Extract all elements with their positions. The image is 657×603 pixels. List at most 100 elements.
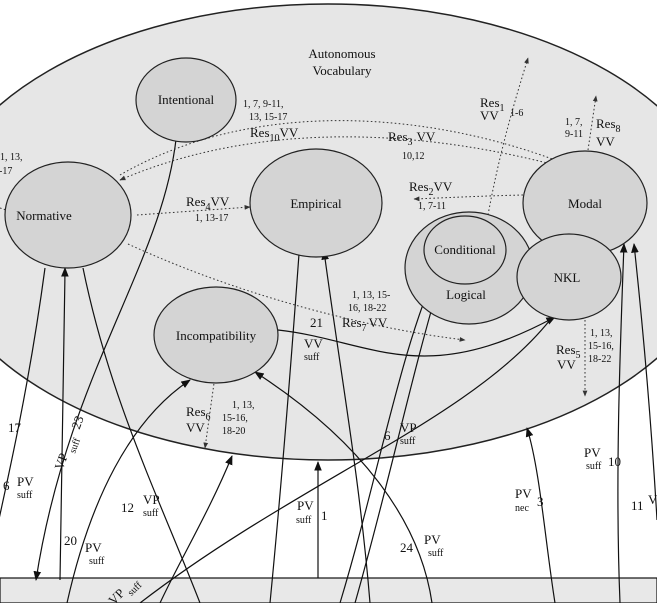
left-partial-label-2: 5-17: [0, 166, 12, 177]
svg-text:nec: nec: [515, 503, 529, 514]
svg-text:15-16,: 15-16,: [588, 341, 614, 352]
node-intentional-label: Intentional: [158, 92, 215, 107]
svg-text:10: 10: [608, 454, 621, 469]
svg-text:VV: VV: [304, 336, 323, 351]
svg-text:Res8: Res8: [596, 116, 621, 135]
svg-text:6: 6: [3, 478, 10, 493]
svg-text:Res5: Res5: [556, 342, 581, 361]
edge-label-11: 11 V: [631, 492, 657, 513]
svg-text:suff: suff: [143, 508, 159, 519]
svg-text:1, 7-11: 1, 7-11: [418, 201, 446, 212]
svg-text:PV: PV: [297, 498, 314, 513]
svg-text:12: 12: [121, 500, 134, 515]
svg-text:6: 6: [384, 428, 391, 443]
node-intentional: [135, 57, 237, 143]
node-conditional-label: Conditional: [434, 242, 496, 257]
svg-text:VP: VP: [143, 492, 160, 507]
sufficiency-arrows: [0, 111, 657, 603]
svg-text:1, 7, 9-11,: 1, 7, 9-11,: [243, 99, 283, 110]
region-title-line1: Autonomous: [308, 46, 375, 61]
svg-text:1, 13,: 1, 13,: [232, 400, 255, 411]
edge-label-6-left: 6 PV suff: [3, 474, 34, 501]
node-normative-label: Normative: [16, 208, 72, 223]
edge-label-10: PV suff 10: [584, 445, 621, 472]
svg-text:15-16,: 15-16,: [222, 413, 248, 424]
svg-text:VP: VP: [400, 420, 417, 435]
svg-text:VV: VV: [186, 420, 205, 435]
svg-text:20: 20: [64, 533, 77, 548]
edge-label-1: PV suff 1: [296, 498, 328, 526]
svg-text:18-20: 18-20: [222, 426, 245, 437]
svg-text:PV: PV: [584, 445, 601, 460]
edge-label-6-right: 6 VP suff: [384, 420, 417, 447]
resolution-arrows: [0, 57, 598, 449]
svg-text:VV: VV: [596, 134, 615, 149]
res8-label: 1, 7, 9-11 Res8 VV: [565, 116, 621, 149]
svg-text:18-22: 18-22: [588, 354, 611, 365]
svg-text:VV: VV: [557, 357, 576, 372]
svg-text:VV: VV: [480, 108, 499, 123]
svg-text:13, 15-17: 13, 15-17: [249, 112, 287, 123]
res2-label: Res2VV 1, 7-11: [409, 179, 453, 212]
svg-text:23: 23: [68, 414, 87, 431]
left-partial-label-1: 1, 13,: [0, 152, 23, 163]
svg-text:suff: suff: [89, 556, 105, 567]
svg-text:V: V: [648, 492, 657, 507]
res1-label: Res1 VV 1-6: [480, 95, 523, 123]
node-nkl-label: NKL: [554, 270, 581, 285]
svg-text:1, 13,: 1, 13,: [590, 328, 613, 339]
node-empirical: [249, 148, 383, 258]
node-modal-label: Modal: [568, 196, 602, 211]
svg-text:VP: VP: [51, 451, 71, 472]
svg-text:1, 13, 15-: 1, 13, 15-: [352, 290, 390, 301]
edge-label-20: 20 PV suff: [64, 533, 105, 567]
svg-text:Res10VV: Res10VV: [250, 125, 299, 144]
svg-text:Res2VV: Res2VV: [409, 179, 453, 198]
svg-text:16, 18-22: 16, 18-22: [348, 303, 386, 314]
svg-text:24: 24: [400, 540, 414, 555]
node-normative: [4, 161, 132, 269]
region-title-line2: Vocabulary: [313, 63, 372, 78]
node-logical-label: Logical: [446, 287, 486, 302]
svg-text:suff: suff: [17, 490, 33, 501]
node-conditional: [423, 215, 507, 285]
svg-text:9-11: 9-11: [565, 129, 583, 140]
edge-label-3: PV nec 3: [515, 486, 544, 514]
edge-label-24: 24 PV suff: [400, 532, 444, 559]
res6-label: 1, 13, 15-16, 18-20 Res6 VV: [186, 400, 255, 437]
node-nkl: [516, 233, 622, 321]
svg-text:suff: suff: [428, 548, 444, 559]
svg-text:suff: suff: [296, 515, 312, 526]
svg-text:suff: suff: [304, 352, 320, 363]
node-incompatibility-label: Incompatibility: [176, 328, 257, 343]
svg-text:21: 21: [310, 315, 323, 330]
svg-text:PV: PV: [17, 474, 34, 489]
svg-text:1, 13-17: 1, 13-17: [195, 213, 228, 224]
svg-text:1-6: 1-6: [510, 108, 523, 119]
edge-label-12: 12 VP suff: [121, 492, 160, 519]
node-incompatibility: [153, 286, 279, 384]
svg-text:10,12: 10,12: [402, 151, 425, 162]
svg-text:Res6: Res6: [186, 404, 211, 423]
svg-text:1: 1: [321, 508, 328, 523]
edge-label-23: VP suff 23: [51, 414, 87, 472]
svg-text:Res1: Res1: [480, 95, 505, 114]
svg-text:suff: suff: [400, 436, 416, 447]
svg-text:11: 11: [631, 498, 644, 513]
res4-label: Res4VV 1, 13-17: [186, 194, 230, 224]
svg-text:3: 3: [537, 494, 544, 509]
svg-text:suff: suff: [586, 461, 602, 472]
svg-text:1, 7,: 1, 7,: [565, 117, 583, 128]
svg-text:PV: PV: [85, 540, 102, 555]
svg-text:Res4VV: Res4VV: [186, 194, 230, 213]
node-empirical-label: Empirical: [290, 196, 342, 211]
edge-label-17: 17: [8, 420, 22, 435]
base-bar: [0, 577, 657, 603]
edge-label-21: 21 VV suff: [304, 315, 323, 363]
svg-text:suff: suff: [67, 436, 83, 455]
